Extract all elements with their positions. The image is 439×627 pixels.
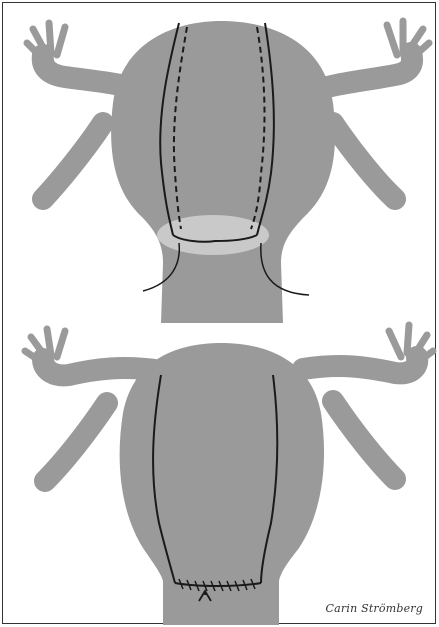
top-left-fimbriae [27,23,65,59]
top-uterus-body [111,21,335,323]
uterus-illustration [3,3,437,625]
bottom-right-fimbriae [389,325,433,363]
artist-signature: Carin Strömberg [326,602,423,615]
bottom-left-fimbriae [25,329,65,363]
bottom-uterus-body [120,343,324,625]
bottom-uterus-diagram [25,325,433,625]
top-uterus-diagram [27,21,429,323]
top-right-fimbriae [387,21,429,59]
